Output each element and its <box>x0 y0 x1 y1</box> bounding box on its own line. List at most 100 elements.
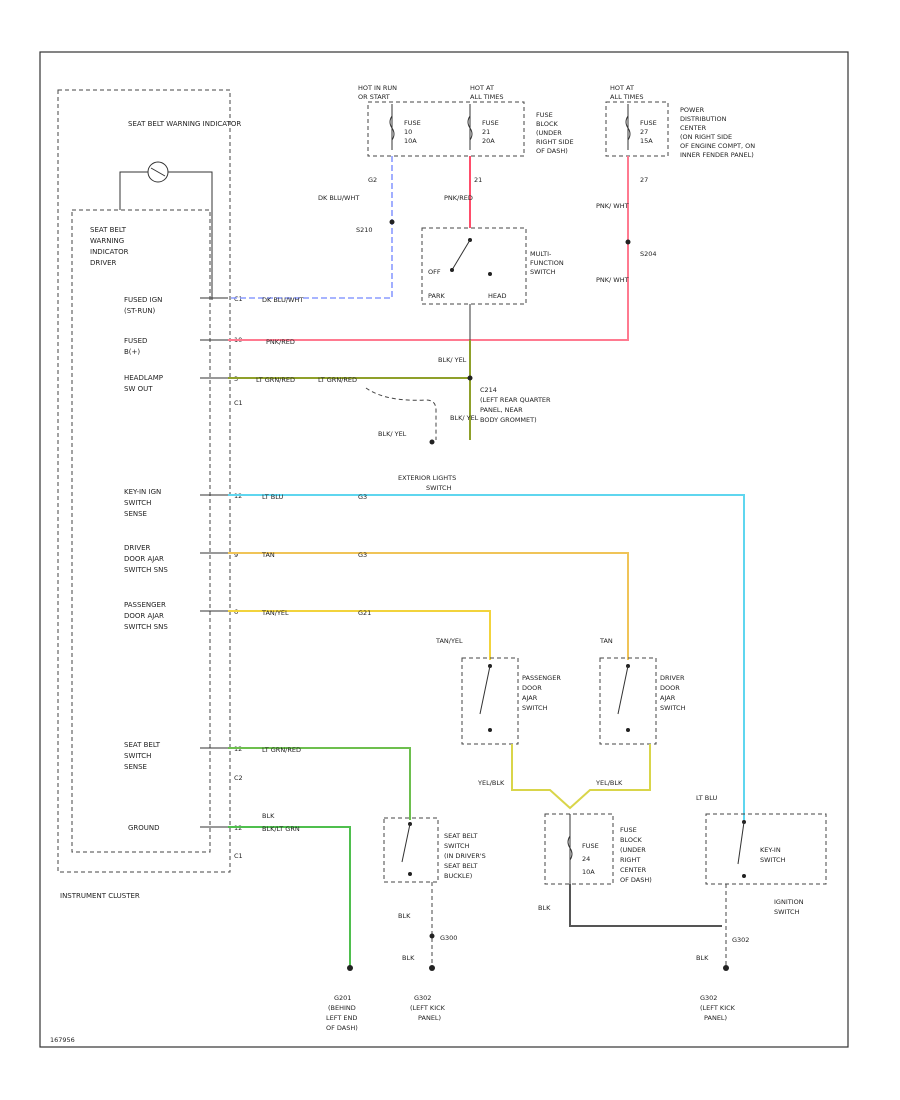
passenger-door-switch-icon <box>479 664 492 732</box>
connector-c2: C2 <box>234 774 243 782</box>
pin-headlamp-1: HEADLAMP <box>124 374 163 382</box>
wire-yel-blk <box>511 744 651 810</box>
fuse24-label-3: 10A <box>582 868 595 876</box>
pdc-1: POWER <box>680 106 705 114</box>
c214-2: (LEFT REAR QUARTER <box>480 396 551 404</box>
c214-1: C214 <box>480 386 497 394</box>
pdc-6: INNER FENDER PANEL) <box>680 151 754 159</box>
wire-tanyel-label-b: TAN/YEL <box>435 637 463 645</box>
wire-num-g2: G2 <box>368 176 377 184</box>
wire-tan-yel <box>228 610 491 660</box>
mf-label-1: MULTI- <box>530 250 552 258</box>
ignition-switch-box <box>705 813 827 885</box>
pin-fused-ign-2: (ST-RUN) <box>124 307 156 315</box>
wire-tan-label-b: TAN <box>599 637 613 645</box>
driver-door-switch-box <box>599 657 657 745</box>
exterior-lights-dash <box>365 387 437 440</box>
fbc-3: (UNDER <box>620 846 646 854</box>
fuse21-label-2: 21 <box>482 128 490 136</box>
wire-num-g21: G21 <box>358 609 371 617</box>
fuse21-label-3: 20A <box>482 137 495 145</box>
wire-pnkred-label: PNK/RED <box>444 194 473 202</box>
wire-tanyel-label: TAN/YEL <box>261 609 289 617</box>
multifunction-switch-box <box>421 227 527 305</box>
pin-pass-door-3: SWITCH SNS <box>124 623 168 631</box>
seat-belt-switch-icon <box>401 822 412 876</box>
warning-lamp-icon <box>147 161 169 183</box>
pass-sw-2: DOOR <box>522 684 542 692</box>
wire-lt-blu <box>228 494 745 820</box>
pin-fused-b-1: FUSED <box>124 337 147 345</box>
fbc-1: FUSE <box>620 826 637 834</box>
fuse21-label-1: FUSE <box>482 119 499 127</box>
sb-sw-5: BUCKLE) <box>444 872 472 880</box>
pin-driver-door-2: DOOR AJAR <box>124 555 164 563</box>
fuse-block-1: FUSE <box>536 111 553 119</box>
fbc-5: CENTER <box>620 866 647 874</box>
ground-g300-mid: G300 <box>440 934 457 942</box>
wire-ltgrnred2-label: LT GRN/RED <box>262 746 301 754</box>
splice-s210: S210 <box>356 226 373 234</box>
wire-tan-label: TAN <box>261 551 275 559</box>
fuse27-label-3: 15A <box>640 137 653 145</box>
wire-pnkwht-label-1: PNK/ WHT <box>596 202 629 210</box>
fuse-21-icon <box>467 104 473 150</box>
ignition-1: IGNITION <box>774 898 804 906</box>
wire-blk-lt-grn <box>228 826 351 968</box>
g201-1: G201 <box>334 994 351 1002</box>
fuse-24-icon <box>567 814 573 884</box>
exterior-lights-1: EXTERIOR LIGHTS <box>398 474 456 482</box>
mf-label-3: SWITCH <box>530 268 556 276</box>
g302m-3: PANEL) <box>418 1014 441 1022</box>
pass-sw-3: AJAR <box>522 694 538 702</box>
connector-c1-a: C1 <box>234 399 243 407</box>
drv-sw-1: DRIVER <box>660 674 685 682</box>
wire-pnkred-label-b: PNK/RED <box>266 338 295 346</box>
wire-dkblu-label: DK BLU/WHT <box>318 194 359 202</box>
wire-ltgrn-label-b: LT GRN/RED <box>318 376 357 384</box>
ground-g300-right: G302 <box>732 936 749 944</box>
g302r-2: (LEFT KICK <box>700 1004 736 1012</box>
pin-keyin-1: KEY-IN IGN <box>124 488 161 496</box>
driver-label-3: INDICATOR <box>90 248 129 256</box>
wire-pnkwht-label-2: PNK/ WHT <box>596 276 629 284</box>
cluster-name: INSTRUMENT CLUSTER <box>60 892 140 900</box>
fuse24-label-2: 24 <box>582 855 590 863</box>
fuse-10-icon <box>389 104 395 150</box>
fuse10-hot-2: OR START <box>358 93 390 101</box>
fuse10-label-2: 10 <box>404 128 412 136</box>
pin-fused-b-2: B(+) <box>124 348 140 356</box>
fuse-block-3: (UNDER <box>536 129 562 137</box>
mf-park: PARK <box>428 292 445 300</box>
fbc-4: RIGHT <box>620 856 640 864</box>
wire-dkblu-label-b: DK BLU/WHT <box>262 296 303 304</box>
fuse27-hot-1: HOT AT <box>610 84 634 92</box>
wire-ltblu-label-b: LT BLU <box>696 794 718 802</box>
pin-ground: GROUND <box>128 824 160 832</box>
sb-sw-3: (IN DRIVER'S <box>444 852 486 860</box>
pin-driver-door-3: SWITCH SNS <box>124 566 168 574</box>
pdc-2: DISTRIBUTION <box>680 115 727 123</box>
pin-fused-ign-1: FUSED IGN <box>124 296 162 304</box>
fuse10-hot-1: HOT IN RUN <box>358 84 397 92</box>
driver-label-4: DRIVER <box>90 259 117 267</box>
pin-seatbelt-2: SWITCH <box>124 752 151 760</box>
pass-sw-4: SWITCH <box>522 704 548 712</box>
wire-num-27: 27 <box>640 176 648 184</box>
fuse21-hot-1: HOT AT <box>470 84 494 92</box>
fuse27-hot-2: ALL TIMES <box>610 93 643 101</box>
keyin-2: SWITCH <box>760 856 786 864</box>
g302r-3: PANEL) <box>704 1014 727 1022</box>
pin-pass-door-1: PASSENGER <box>124 601 166 609</box>
g302m-2: (LEFT KICK <box>410 1004 446 1012</box>
wire-lt-grn-red-2 <box>228 747 411 820</box>
drv-sw-4: SWITCH <box>660 704 686 712</box>
wire-blk-label-fuse: BLK <box>538 904 551 912</box>
wire-blkyel-label-c: BLK/ YEL <box>450 414 479 422</box>
ignition-2: SWITCH <box>774 908 800 916</box>
driver-door-switch-icon <box>617 664 630 732</box>
fuse-block-4: RIGHT SIDE <box>536 138 574 146</box>
pdc-4: (ON RIGHT SIDE <box>680 133 732 141</box>
wire-yelblk-label-b: YEL/BLK <box>595 779 623 787</box>
wire-num-21: 21 <box>474 176 482 184</box>
